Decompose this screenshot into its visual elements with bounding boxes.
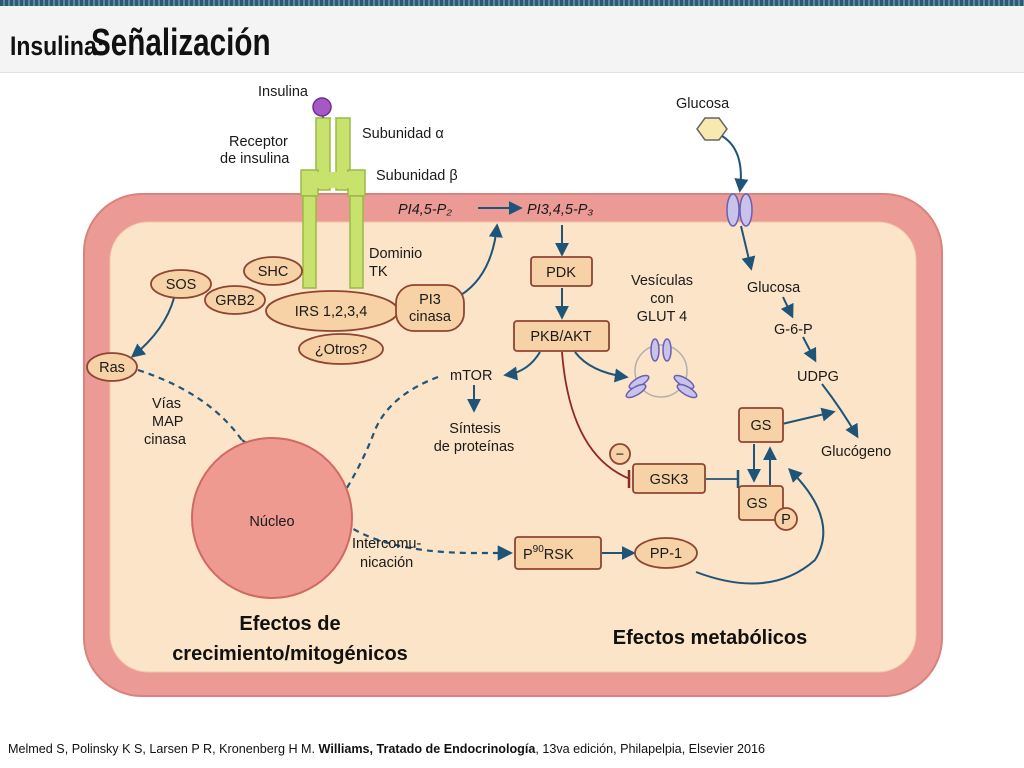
label-pip3: PI3,4,5-P₃	[527, 202, 593, 218]
label-synthesis-2: de proteínas	[434, 439, 515, 455]
label-tk-1: Dominio	[369, 246, 422, 262]
title-bar: Insulina: Señalización	[0, 6, 1024, 73]
label-udpg: UDPG	[797, 369, 839, 385]
node-grb2	[204, 285, 266, 315]
label-glucose-inside: Glucosa	[747, 280, 801, 296]
label-map-2: MAP	[152, 414, 183, 430]
label-rsk-sup: 90	[533, 544, 545, 555]
node-gsp	[738, 485, 784, 521]
label-minus: −	[616, 447, 624, 463]
insulin-receptor	[300, 117, 366, 289]
label-crosstalk-2: nicación	[360, 555, 413, 571]
label-receptor-2: de insulina	[220, 151, 290, 167]
arrow-pkb-glut4	[574, 351, 629, 383]
citation-authors: Melmed S, Polinsky K S, Larsen P R, Kron…	[8, 742, 316, 756]
node-pkb	[513, 320, 610, 352]
label-synthesis-1: Síntesis	[449, 421, 501, 437]
label-nucleus: Núcleo	[249, 514, 294, 530]
label-rsk: P90RSK	[523, 544, 574, 563]
label-pi3-1: PI3	[419, 292, 441, 308]
arrow-sos-ras	[130, 297, 175, 358]
label-subunit-beta: Subunidad β	[376, 168, 458, 184]
label-pkb: PKB/AKT	[530, 329, 591, 345]
node-rsk	[514, 536, 602, 570]
label-vesicle-1: Vesículas	[631, 273, 693, 289]
label-otros: ¿Otros?	[315, 342, 367, 358]
label-map-1: Vías	[152, 396, 181, 412]
citation: Melmed S, Polinsky K S, Larsen P R, Kron…	[8, 742, 765, 756]
node-minus	[609, 443, 631, 465]
label-pp1: PP-1	[650, 546, 682, 562]
label-vesicle-3: GLUT 4	[637, 309, 688, 325]
label-g6p: G-6-P	[774, 322, 813, 338]
arrow-g6p-udpg	[802, 336, 817, 363]
glut-channel-icon	[726, 193, 753, 227]
node-pi3k	[395, 284, 465, 332]
node-shc	[243, 256, 303, 286]
insulin-molecule	[312, 97, 332, 117]
glut4-transporter-icon	[625, 338, 698, 399]
label-map-3: cinasa	[144, 432, 187, 448]
effects-growth-2: crecimiento/mitogénicos	[172, 643, 408, 665]
label-glycogen: Glucógeno	[821, 444, 891, 460]
glut4-vesicle	[634, 344, 688, 398]
slide-title: Insulina: Señalización	[10, 22, 322, 65]
inhibition-pkb-gsk3	[561, 351, 631, 480]
glucose-hexagon-icon	[696, 117, 728, 141]
node-gs	[738, 407, 784, 443]
title-main: Señalización	[91, 22, 272, 64]
label-tk-2: TK	[369, 264, 388, 280]
label-shc: SHC	[258, 264, 289, 280]
arrow-pp1-gsp	[695, 468, 825, 585]
arrow-glucose-g6p	[780, 296, 794, 319]
node-ras	[86, 352, 138, 382]
label-insulin: Insulina	[258, 84, 309, 100]
effects-metabolic: Efectos metabólicos	[613, 627, 808, 649]
node-p-phosphate	[774, 507, 798, 531]
label-rsk-p: P	[523, 547, 533, 563]
label-vesicle-2: con	[650, 291, 673, 307]
arrow-glucose-in	[721, 135, 749, 193]
label-mtor: mTOR	[450, 368, 492, 384]
label-receptor-1: Receptor	[229, 134, 288, 150]
label-gs: GS	[751, 418, 772, 434]
node-sos	[150, 269, 212, 299]
arrow-pkb-mtor	[503, 351, 541, 381]
arrow-glucose-cytosol	[740, 225, 756, 271]
nucleus	[191, 437, 353, 599]
node-pdk	[530, 256, 593, 287]
arrow-udpg-glycogen	[821, 383, 859, 439]
arrow-gs-glycogen	[781, 407, 836, 425]
label-pdk: PDK	[546, 265, 576, 281]
label-p: P	[781, 512, 791, 528]
label-crosstalk-1: Intercomu-	[352, 536, 421, 552]
node-gsk3	[632, 463, 706, 494]
effects-growth-1: Efectos de	[239, 613, 340, 635]
node-otros	[298, 333, 384, 365]
label-glucose-outside: Glucosa	[676, 96, 730, 112]
label-grb2: GRB2	[215, 293, 255, 309]
label-subunit-alpha: Subunidad α	[362, 126, 444, 142]
label-pi3-2: cinasa	[409, 309, 452, 325]
node-pp1	[634, 537, 698, 569]
top-stripe	[0, 0, 1024, 6]
label-pip2: PI4,5-P₂	[398, 202, 452, 218]
label-irs: IRS 1,2,3,4	[295, 304, 368, 320]
arrow-mtor-nucleus	[332, 375, 439, 511]
arrow-pi3-pip3	[460, 223, 503, 296]
label-ras: Ras	[99, 360, 125, 376]
label-gsp: GS	[747, 496, 768, 512]
label-sos: SOS	[166, 277, 197, 293]
citation-details: , 13va edición, Philapelpia, Elsevier 20…	[535, 742, 765, 756]
label-rsk-name: RSK	[544, 547, 574, 563]
citation-book: Williams, Tratado de Endocrinología	[318, 742, 536, 756]
label-gsk3: GSK3	[650, 472, 689, 488]
title-prefix: Insulina:	[10, 31, 105, 61]
